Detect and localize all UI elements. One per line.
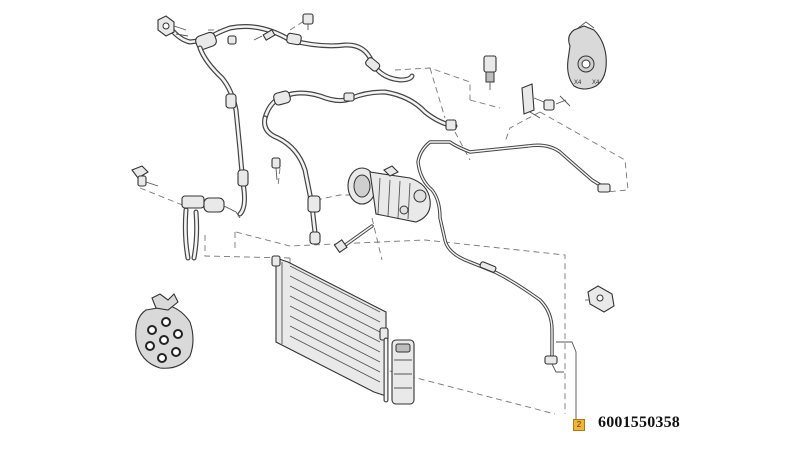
callout-index-badge[interactable]: 2: [573, 419, 585, 431]
clip-icon: [157, 15, 189, 37]
screw-icon: [271, 157, 281, 181]
seal-kit-label: X4: [574, 80, 582, 86]
compressor-icon: [347, 165, 431, 223]
part-number-label[interactable]: 6001550358: [598, 414, 680, 431]
clip-right-icon: [587, 285, 615, 313]
condenser-icon: [271, 255, 389, 397]
hose-upper-left: [167, 24, 415, 217]
pipe-long-right: [416, 140, 611, 373]
dryer-bottle-icon: [383, 337, 415, 405]
dashed-outline-lines: [139, 15, 629, 415]
dryer-hose-icon: [181, 195, 241, 261]
seal-kit-label-2: X4: [592, 80, 600, 86]
o-ring-bag-icon: [135, 293, 194, 369]
bracket-icon: [521, 83, 571, 119]
callout-leader: [556, 341, 577, 420]
seal-kit-bag-icon: X4 X4: [567, 21, 607, 90]
hose-middle: [262, 89, 458, 245]
sensor-icon: [131, 165, 159, 187]
long-bolt-icon: [333, 224, 374, 254]
bolt-icon: [227, 13, 314, 45]
valve-fitting-icon: [483, 55, 497, 90]
